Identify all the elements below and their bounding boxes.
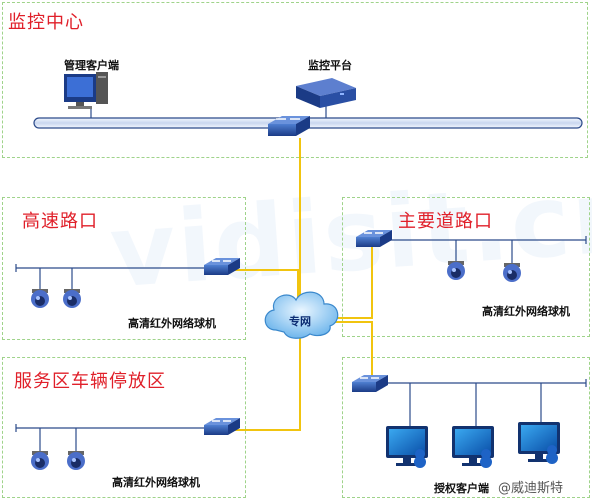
- private-network-label: 专网: [289, 315, 311, 328]
- camera-service-area-1-icon: [31, 451, 49, 470]
- camera-main-road-2-icon: [503, 263, 521, 282]
- zone-main-road: [342, 197, 590, 337]
- credit-watermark: @威迪斯特: [498, 481, 564, 496]
- zone-title-main-road: 主要道路口: [398, 211, 493, 232]
- admin-client-label: 管理客户端: [64, 59, 119, 72]
- zone-highway: [2, 197, 246, 340]
- auth-client-monitor-3-icon: [518, 422, 560, 464]
- highway-camera-label: 高清红外网络球机: [128, 317, 216, 330]
- platform-label: 监控平台: [308, 59, 352, 72]
- network-links: [232, 138, 373, 431]
- service-area-camera-label: 高清红外网络球机: [112, 476, 200, 489]
- camera-service-area-2-icon: [67, 451, 85, 470]
- auth-client-monitor-1-icon: [386, 426, 428, 468]
- zone-auth-client: [342, 357, 590, 498]
- main-road-camera-label: 高清红外网络球机: [482, 305, 570, 318]
- platform-server-icon: [296, 78, 356, 108]
- switch-highway-icon: [204, 258, 240, 275]
- bus-service-area: [15, 424, 210, 452]
- switch-main-road-icon: [356, 230, 392, 247]
- switch-core-icon: [268, 116, 310, 136]
- bus-main-road: [390, 236, 587, 264]
- zone-title-highway: 高速路口: [22, 211, 98, 232]
- admin-client-pc-icon: [64, 72, 108, 109]
- bus-auth-client: [388, 379, 587, 426]
- camera-highway-1-icon: [31, 289, 49, 308]
- private-network-cloud-icon: [264, 291, 339, 339]
- bus-highway: [15, 264, 210, 290]
- camera-highway-2-icon: [63, 289, 81, 308]
- zone-title-monitor-center: 监控中心: [8, 12, 84, 33]
- switch-auth-client-icon: [352, 375, 388, 392]
- auth-client-label: 授权客户端: [434, 482, 489, 495]
- auth-client-monitor-2-icon: [452, 426, 494, 468]
- camera-main-road-1-icon: [447, 261, 465, 280]
- zone-service-area: [2, 357, 246, 498]
- switch-service-area-icon: [204, 418, 240, 435]
- zone-monitor-center: [2, 2, 588, 158]
- zone-title-service-area: 服务区车辆停放区: [14, 371, 166, 392]
